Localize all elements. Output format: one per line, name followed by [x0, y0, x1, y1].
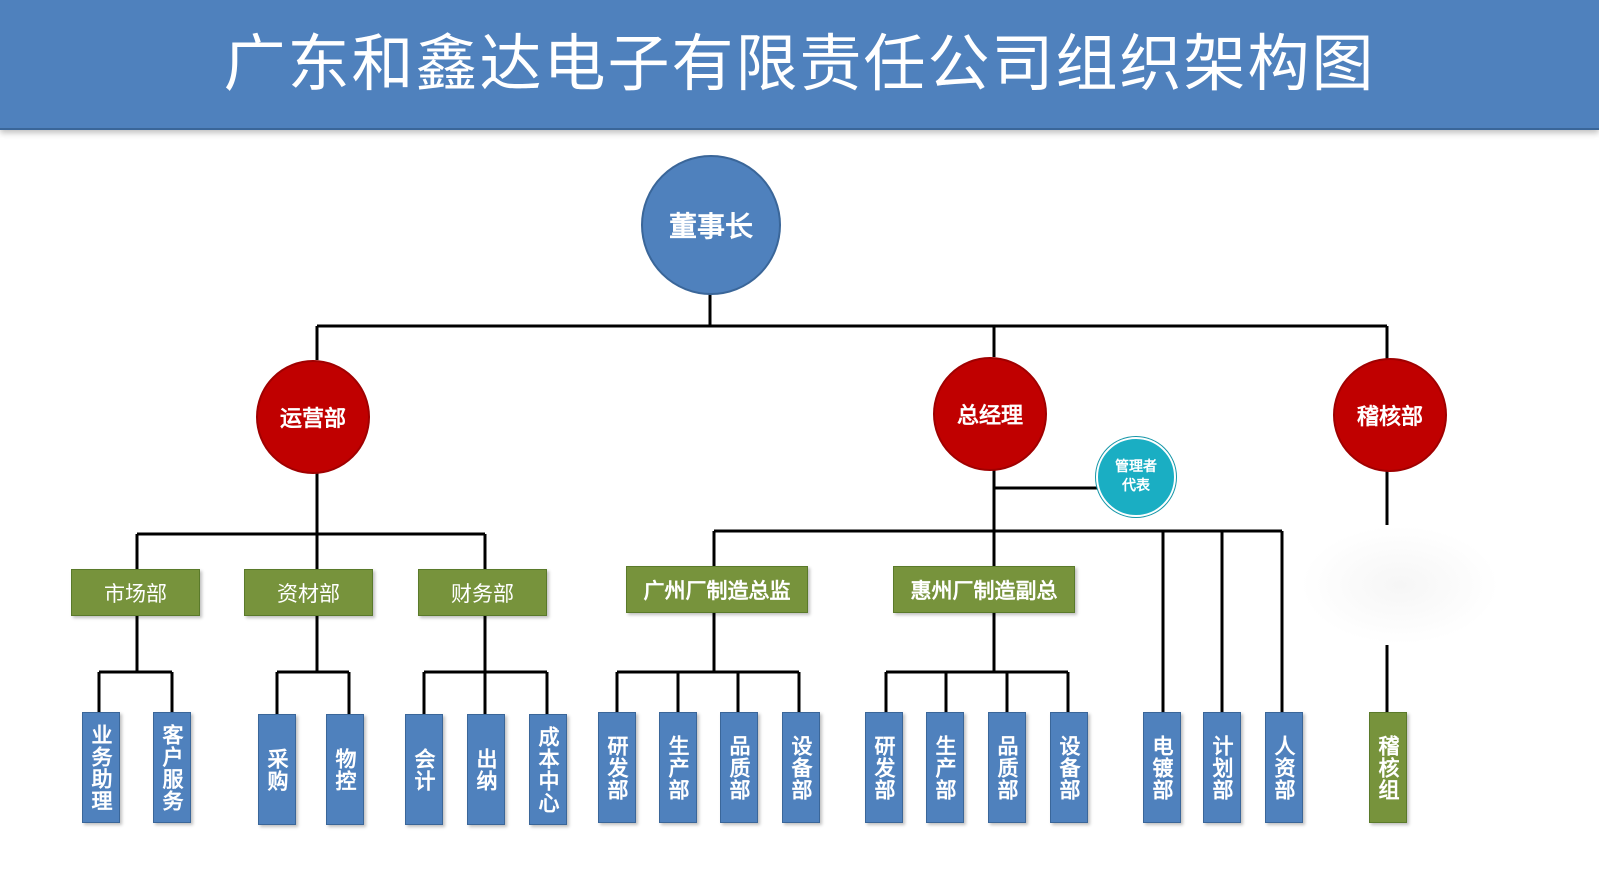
unit-box: 客户服务: [153, 712, 191, 823]
market-dept-label: 市场部: [104, 581, 167, 606]
unit-box: 出纳: [467, 714, 505, 825]
unit-label: 业务助理: [89, 723, 113, 812]
unit-box: 电镀部: [1143, 712, 1181, 823]
unit-box: 计划部: [1203, 712, 1241, 823]
market-dept-box: 市场部: [71, 569, 200, 616]
unit-box: 会计: [405, 714, 443, 825]
audit-node: 稽核部: [1333, 358, 1447, 472]
huizhou-vp-label: 惠州厂制造副总: [910, 578, 1058, 603]
background-smudge: [1300, 525, 1500, 645]
chart-title: 广东和鑫达电子有限责任公司组织架构图: [223, 27, 1376, 100]
general-manager-label: 总经理: [956, 404, 1023, 429]
unit-label: 研发部: [872, 734, 896, 801]
unit-box: 人资部: [1265, 712, 1303, 823]
unit-label: 客户服务: [160, 723, 184, 812]
unit-label: 出纳: [474, 747, 498, 792]
unit-box: 设备部: [1050, 712, 1088, 823]
unit-label: 物控: [333, 747, 357, 792]
unit-label: 生产部: [666, 734, 690, 801]
materials-dept-label: 资材部: [277, 581, 340, 606]
unit-box: 业务助理: [82, 712, 120, 823]
unit-label: 品质部: [995, 734, 1019, 801]
unit-box: 品质部: [720, 712, 758, 823]
management-rep-line2: 代表: [1122, 478, 1150, 494]
finance-dept-box: 财务部: [418, 569, 547, 616]
unit-label: 研发部: [605, 734, 629, 801]
unit-box: 物控: [326, 714, 364, 825]
unit-label: 采购: [265, 747, 289, 792]
general-manager-node: 总经理: [933, 357, 1047, 471]
unit-label: 人资部: [1272, 734, 1296, 801]
guangzhou-director-box: 广州厂制造总监: [626, 566, 808, 613]
audit-label: 稽核部: [1356, 405, 1423, 430]
audit-team-label: 稽核组: [1376, 734, 1400, 801]
title-banner: [0, 0, 1599, 130]
huizhou-vp-box: 惠州厂制造副总: [893, 566, 1075, 613]
unit-box: 设备部: [782, 712, 820, 823]
unit-label: 生产部: [933, 734, 957, 801]
finance-dept-label: 财务部: [451, 581, 514, 606]
unit-box: 生产部: [659, 712, 697, 823]
management-rep-line1: 管理者: [1115, 459, 1157, 475]
chairman-label: 董事长: [668, 210, 753, 243]
unit-box: 研发部: [598, 712, 636, 823]
unit-box: 采购: [258, 714, 296, 825]
unit-label: 成本中心: [536, 725, 560, 814]
unit-label: 品质部: [727, 734, 751, 801]
materials-dept-box: 资材部: [244, 569, 373, 616]
unit-box: 生产部: [926, 712, 964, 823]
unit-box: 研发部: [865, 712, 903, 823]
unit-label: 计划部: [1210, 734, 1234, 801]
unit-label: 设备部: [1057, 734, 1081, 801]
unit-label: 设备部: [789, 734, 813, 801]
audit-team-box: 稽核组: [1369, 712, 1407, 823]
guangzhou-director-label: 广州厂制造总监: [643, 578, 791, 603]
management-rep-node: 管理者 代表: [1096, 437, 1176, 517]
chairman-node: 董事长: [641, 155, 781, 295]
operations-label: 运营部: [279, 407, 346, 432]
operations-node: 运营部: [256, 360, 370, 474]
unit-label: 会计: [412, 747, 436, 792]
unit-label: 电镀部: [1150, 734, 1174, 801]
unit-box: 品质部: [988, 712, 1026, 823]
unit-box: 成本中心: [529, 714, 567, 825]
